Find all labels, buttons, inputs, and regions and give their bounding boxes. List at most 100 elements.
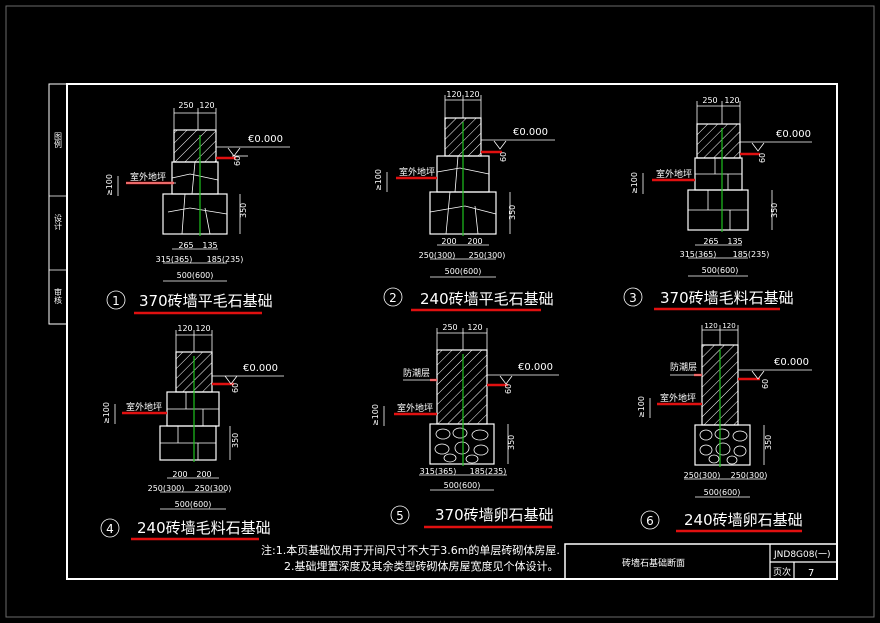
dim-60: 60 [499,152,508,162]
side-strip: 图例 设计 审核 [48,83,68,325]
drawing-name: 砖墙石基础断面 [622,557,685,569]
dim-265: 265 [703,237,718,246]
dim-250: 250 [702,96,717,105]
dim-60: 60 [233,156,242,166]
side-label-legend: 图例 [54,132,63,149]
dpc-label: 防潮层 [403,367,430,379]
side-label-review: 审核 [54,287,63,305]
detail-title: 370砖墙卵石基础 [435,506,554,524]
detail-number-circle [100,518,120,538]
ge100-label: ≥100 [102,402,111,424]
dim-120: 120 [199,101,214,110]
dim-120: 120 [464,90,479,99]
level-mark: €0.000 [243,363,278,374]
detail-number-circle [383,287,403,307]
level-mark: €0.000 [513,127,548,138]
dim-250-300: 250(300) [419,251,456,260]
detail-1: 250 120 €0.000 60 室外地坪 ≥100 350 265 135 … [105,101,290,315]
level-mark: €0.000 [518,362,553,373]
detail-4: 120 120 €0.000 60 室外地坪 ≥100 350 200 200 … [100,324,284,541]
dim-350: 350 [508,205,517,220]
dim-120: 120 [722,322,735,330]
brick-wall [436,349,488,425]
level-mark: €0.000 [248,134,283,145]
inner-frame [66,83,838,580]
outdoor-ground-label: 室外地坪 [399,166,435,178]
dim-250-300: 250(300) [731,471,768,480]
detail-number: 2 [389,291,397,305]
detail-number-circle [640,510,660,530]
outdoor-ground-label: 室外地坪 [126,401,162,413]
dim-60: 60 [761,379,770,389]
detail-title: 370砖墙平毛石基础 [139,292,273,310]
dim-120: 120 [195,324,210,333]
dim-120: 120 [467,323,482,332]
dim-500-600: 500(600) [444,481,481,490]
outdoor-ground-label: 室外地坪 [660,392,696,404]
dim-135: 135 [727,237,742,246]
rubble-footing-upper [171,161,219,195]
ge100-label: ≥100 [630,172,639,194]
dim-200: 200 [172,470,187,479]
detail-title: 240砖墙毛料石基础 [137,519,271,537]
notes: 注:1.本页基础仅用于开间尺寸不大于3.6m的单层砖砌体房屋. 2.基础埋置深度… [261,543,560,573]
dim-60: 60 [231,383,240,393]
cobble-footing [429,423,495,465]
dim-250-300: 250(300) [469,251,506,260]
dim-500-600: 500(600) [702,266,739,275]
dim-250-300: 250(300) [684,471,721,480]
dim-120: 120 [704,322,717,330]
page-number: 7 [808,568,814,579]
detail-6: 120 120 防潮层 €0.000 60 室外地坪 ≥100 350 250(… [637,322,812,533]
dim-200: 200 [467,237,482,246]
dim-350: 350 [239,203,248,218]
detail-title: 240砖墙平毛石基础 [420,290,554,308]
dim-60: 60 [504,384,513,394]
dim-250-300: 250(300) [195,484,232,493]
detail-5: 250 120 防潮层 €0.000 60 室外地坪 ≥100 350 315(… [371,323,559,529]
dim-135: 135 [202,241,217,250]
title-block: 砖墙石基础断面 JND8G08(一) 页次 7 [564,543,838,580]
dim-200: 200 [196,470,211,479]
dpc-label: 防潮层 [670,361,697,373]
outer-frame [5,5,875,618]
dim-200: 200 [441,237,456,246]
dim-500-600: 500(600) [175,500,212,509]
detail-title: 240砖墙卵石基础 [684,511,803,529]
outdoor-ground-label: 室外地坪 [130,171,166,183]
detail-number: 5 [396,509,404,523]
dim-315-365: 315(365) [156,255,193,264]
cobble-footing [694,424,751,466]
dim-350: 350 [764,435,773,450]
ge100-label: ≥100 [637,396,646,418]
detail-2: 120 120 €0.000 60 室外地坪 ≥100 350 200 200 … [374,90,555,312]
dim-350: 350 [770,203,779,218]
ge100-label: ≥100 [105,174,114,196]
dim-350: 350 [507,435,516,450]
detail-number: 1 [112,294,120,308]
dim-500-600: 500(600) [704,488,741,497]
dim-500-600: 500(600) [445,267,482,276]
level-mark: €0.000 [774,357,809,368]
detail-3: 250 120 €0.000 60 室外地坪 ≥100 350 265 135 … [623,96,812,311]
dim-120: 120 [724,96,739,105]
dim-120: 120 [446,90,461,99]
dim-500-600: 500(600) [177,271,214,280]
dim-185-235: 185(235) [733,250,770,259]
outdoor-ground-label: 室外地坪 [397,402,433,414]
detail-number-circle [623,287,643,307]
dim-350: 350 [231,433,240,448]
drawing-number: JND8G08(一) [773,550,831,560]
dim-315-365: 315(365) [680,250,717,259]
detail-number: 6 [646,514,654,528]
dim-250: 250 [178,101,193,110]
detail-title: 370砖墙毛料石基础 [660,289,794,307]
rubble-footing-lower [162,193,228,235]
detail-number-circle [390,505,410,525]
detail-number: 4 [106,522,114,536]
brick-wall [696,123,741,159]
dim-60: 60 [758,153,767,163]
outdoor-ground-label: 室外地坪 [656,168,692,180]
note-line-2: 2.基础埋置深度及其余类型砖砌体房屋宽度见个体设计。 [284,559,559,573]
